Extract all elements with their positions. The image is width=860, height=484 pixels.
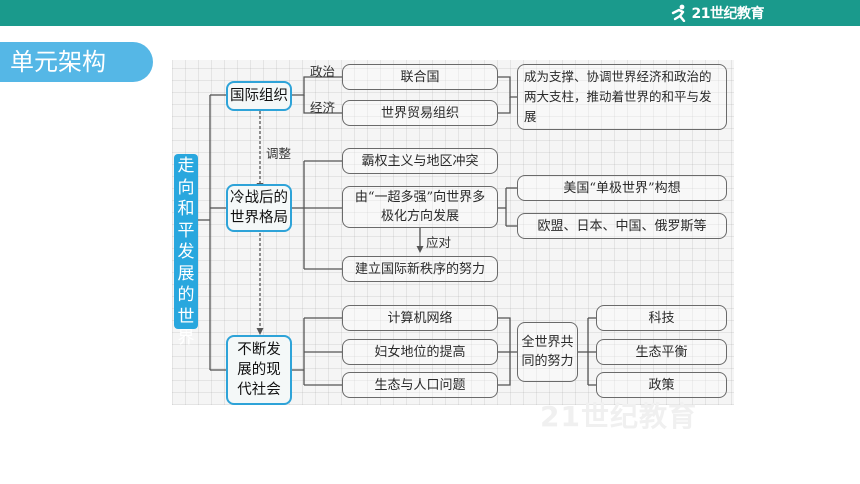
node-org-summary: 成为支撑、协调世界经济和政治的两大支柱，推动着世界的和平与发展 bbox=[517, 64, 727, 130]
node-us-unipolar: 美国“单极世界”构想 bbox=[517, 175, 727, 201]
label-adjust: 调整 bbox=[266, 146, 292, 161]
unit-structure-diagram: 走向和平发展的世界 国际组织 冷战后的世界格局 不断发展的现代社会 政治 经济 … bbox=[172, 60, 734, 405]
node-multipolar: 由“一超多强”向世界多极化方向发展 bbox=[342, 186, 498, 228]
label-politics: 政治 bbox=[310, 64, 336, 79]
node-computer-network: 计算机网络 bbox=[342, 305, 498, 331]
node-women-status: 妇女地位的提高 bbox=[342, 339, 498, 365]
node-policy: 政策 bbox=[596, 372, 727, 398]
node-other-powers: 欧盟、日本、中国、俄罗斯等 bbox=[517, 213, 727, 239]
top-header-bar bbox=[0, 0, 860, 26]
node-postwar-pattern: 冷战后的世界格局 bbox=[226, 184, 292, 232]
node-un: 联合国 bbox=[342, 64, 498, 90]
node-ecology-population: 生态与人口问题 bbox=[342, 372, 498, 398]
watermark-logo: 21世纪教育 bbox=[540, 400, 697, 433]
node-eco-balance: 生态平衡 bbox=[596, 339, 727, 365]
node-international-orgs: 国际组织 bbox=[226, 81, 292, 111]
runner-icon bbox=[671, 4, 685, 22]
node-technology: 科技 bbox=[596, 305, 727, 331]
connector-lines bbox=[198, 76, 596, 386]
brand-logo: 21世纪教育 bbox=[670, 3, 765, 23]
logo-text: 21世纪教育 bbox=[691, 6, 765, 22]
label-economy: 经济 bbox=[310, 100, 336, 115]
node-hegemony: 霸权主义与地区冲突 bbox=[342, 148, 498, 174]
node-modern-society: 不断发展的现代社会 bbox=[226, 335, 292, 405]
node-new-order: 建立国际新秩序的努力 bbox=[342, 256, 498, 282]
node-wto: 世界贸易组织 bbox=[342, 100, 498, 126]
node-joint-effort: 全世界共同的努力 bbox=[517, 322, 578, 382]
label-respond: 应对 bbox=[426, 235, 452, 250]
section-title: 单元架构 bbox=[0, 42, 153, 82]
root-topic: 走向和平发展的世界 bbox=[174, 154, 198, 348]
